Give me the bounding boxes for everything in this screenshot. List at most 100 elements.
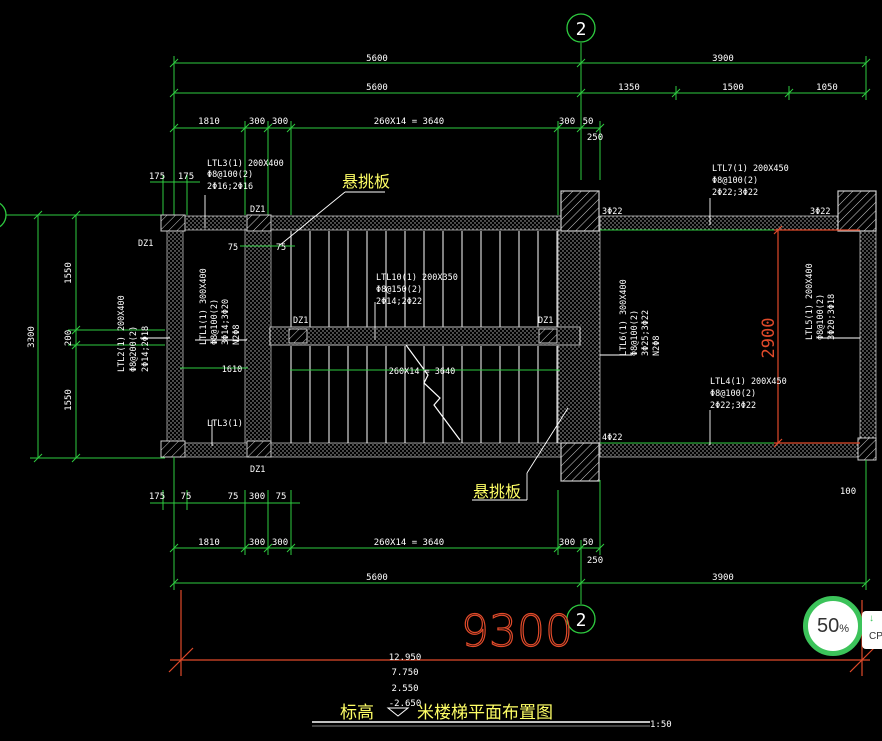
progress-badge[interactable]: 50% bbox=[803, 596, 863, 656]
beam-ltl2: LTL2(1) 200X400 Φ8@200(2) 2Φ14;2Φ18 bbox=[117, 295, 151, 372]
svg-text:1350: 1350 bbox=[618, 83, 640, 93]
left-dimension-text: 3300 1550 200 1550 bbox=[27, 262, 74, 411]
progress-value: 50 bbox=[816, 614, 840, 637]
svg-text:LTL3(1) 200X400: LTL3(1) 200X400 bbox=[207, 159, 284, 169]
svg-text:5600: 5600 bbox=[366, 54, 388, 64]
svg-text:3Φ22: 3Φ22 bbox=[602, 207, 622, 217]
svg-text:DZ1: DZ1 bbox=[293, 316, 308, 326]
beam-ltl3-top: LTL3(1) 200X400 Φ8@100(2) 2Φ16;2Φ16 bbox=[207, 159, 284, 192]
svg-text:LTL4(1) 200X450: LTL4(1) 200X450 bbox=[710, 377, 787, 387]
svg-text:LTL6(1) 300X400: LTL6(1) 300X400 bbox=[619, 279, 629, 356]
bottom-dimension-text: 175 75 75 300 75 100 1810 300 300 260X14… bbox=[149, 487, 856, 583]
svg-text:LTL7(1) 200X450: LTL7(1) 200X450 bbox=[712, 164, 789, 174]
svg-text:Φ8@100(2): Φ8@100(2) bbox=[210, 299, 220, 345]
svg-text:LTL5(1) 200X400: LTL5(1) 200X400 bbox=[805, 263, 815, 340]
svg-text:75: 75 bbox=[228, 243, 238, 253]
svg-text:LTL1(1) 300X400: LTL1(1) 300X400 bbox=[199, 268, 209, 345]
svg-text:300: 300 bbox=[559, 117, 575, 127]
svg-text:2: 2 bbox=[576, 610, 587, 631]
left-dimensions bbox=[30, 210, 165, 463]
svg-text:1:50: 1:50 bbox=[650, 720, 672, 730]
misc-labels: LTL3(1) DZ1 DZ1 DZ1 DZ1 DZ1 3Φ22 3Φ22 4Φ… bbox=[138, 205, 830, 475]
height-2900-text: 2900 bbox=[759, 318, 779, 359]
svg-text:5600: 5600 bbox=[366, 83, 388, 93]
svg-text:LTL2(1) 200X400: LTL2(1) 200X400 bbox=[117, 295, 127, 372]
svg-text:300: 300 bbox=[272, 117, 288, 127]
svg-text:200: 200 bbox=[64, 330, 74, 346]
svg-text:1550: 1550 bbox=[64, 262, 74, 284]
svg-text:7.750: 7.750 bbox=[391, 668, 418, 678]
svg-text:300: 300 bbox=[249, 538, 265, 548]
svg-text:175: 175 bbox=[178, 172, 194, 182]
top-dimension-text: 5600 3900 5600 1350 1500 1050 1810 300 3… bbox=[149, 54, 838, 182]
svg-text:2Φ16;2Φ16: 2Φ16;2Φ16 bbox=[207, 182, 253, 192]
svg-text:2Φ14;2Φ18: 2Φ14;2Φ18 bbox=[141, 326, 151, 372]
bottom-dimensions bbox=[150, 457, 871, 590]
stair-treads-lower bbox=[290, 346, 558, 443]
progress-unit: % bbox=[839, 623, 850, 635]
height-2900-dimension bbox=[773, 225, 860, 448]
svg-text:12.950: 12.950 bbox=[389, 653, 422, 663]
svg-text:Φ8@200(2): Φ8@200(2) bbox=[129, 326, 139, 372]
total-9300-text: 9300 bbox=[461, 606, 573, 657]
beam-ltl5: LTL5(1) 200X400 Φ8@100(2) 3Φ20;3Φ18 bbox=[805, 263, 837, 340]
svg-text:50: 50 bbox=[583, 117, 594, 127]
svg-text:3Φ22: 3Φ22 bbox=[810, 207, 830, 217]
inner-small-dims: 75 75 1610 260X14 = 3640 bbox=[180, 243, 560, 377]
svg-text:1810: 1810 bbox=[198, 117, 220, 127]
beam-ltl7: LTL7(1) 200X450 Φ8@100(2) 2Φ22;3Φ22 bbox=[712, 164, 789, 198]
svg-text:3Φ14;3Φ20: 3Φ14;3Φ20 bbox=[221, 299, 231, 345]
svg-text:1810: 1810 bbox=[198, 538, 220, 548]
svg-text:50: 50 bbox=[583, 538, 594, 548]
svg-text:2Φ22;3Φ22: 2Φ22;3Φ22 bbox=[712, 188, 758, 198]
svg-text:1500: 1500 bbox=[722, 83, 744, 93]
svg-text:Φ8@100(2): Φ8@100(2) bbox=[630, 310, 640, 356]
svg-text:300: 300 bbox=[249, 117, 265, 127]
stair-central-beam bbox=[269, 326, 581, 346]
cantilever-label-top: 悬挑板 bbox=[342, 172, 390, 191]
axis-bubble-bottom: 2 bbox=[566, 540, 596, 634]
side-tab-label: CP bbox=[869, 631, 882, 642]
elevation-list: 12.950 7.750 2.550 -2.650 bbox=[389, 653, 422, 709]
svg-text:75: 75 bbox=[276, 492, 287, 502]
svg-text:3300: 3300 bbox=[27, 326, 37, 348]
svg-text:Φ8@100(2): Φ8@100(2) bbox=[710, 389, 756, 399]
svg-text:Φ8@150(2): Φ8@150(2) bbox=[376, 285, 422, 295]
svg-text:4Φ22: 4Φ22 bbox=[602, 433, 622, 443]
svg-text:175: 175 bbox=[149, 172, 165, 182]
svg-text:N2Φ8: N2Φ8 bbox=[232, 325, 242, 345]
svg-text:1050: 1050 bbox=[816, 83, 838, 93]
svg-text:1550: 1550 bbox=[64, 389, 74, 411]
svg-text:-2.650: -2.650 bbox=[389, 699, 422, 709]
svg-text:3900: 3900 bbox=[712, 573, 734, 583]
svg-text:N2Φ8: N2Φ8 bbox=[652, 336, 662, 356]
svg-text:LTL10(1) 200X350: LTL10(1) 200X350 bbox=[376, 273, 458, 283]
svg-text:75: 75 bbox=[276, 243, 286, 253]
svg-text:260X14 = 3640: 260X14 = 3640 bbox=[374, 117, 444, 127]
svg-text:300: 300 bbox=[272, 538, 288, 548]
svg-text:Φ8@100(2): Φ8@100(2) bbox=[207, 170, 253, 180]
svg-text:5600: 5600 bbox=[366, 573, 388, 583]
cantilever-label-bottom: 悬挑板 bbox=[473, 482, 521, 501]
svg-text:DZ1: DZ1 bbox=[250, 205, 265, 215]
svg-text:175: 175 bbox=[149, 492, 165, 502]
svg-text:2Φ22;3Φ22: 2Φ22;3Φ22 bbox=[710, 401, 756, 411]
svg-text:100: 100 bbox=[840, 487, 856, 497]
svg-text:DZ1: DZ1 bbox=[138, 239, 153, 249]
stair-treads-upper bbox=[290, 231, 558, 327]
svg-text:260X14 = 3640: 260X14 = 3640 bbox=[374, 538, 444, 548]
beam-ltl10: LTL10(1) 200X350 Φ8@150(2) 2Φ14;2Φ22 bbox=[376, 273, 458, 307]
svg-text:250: 250 bbox=[587, 133, 603, 143]
break-line-symbol bbox=[405, 344, 461, 441]
svg-text:标高: 标高 bbox=[340, 703, 374, 723]
svg-text:75: 75 bbox=[228, 492, 239, 502]
side-tab[interactable]: ↓ CP bbox=[862, 611, 882, 649]
svg-text:米楼梯平面布置图: 米楼梯平面布置图 bbox=[417, 703, 553, 723]
svg-text:2: 2 bbox=[576, 19, 587, 40]
svg-text:75: 75 bbox=[181, 492, 192, 502]
svg-text:Φ8@100(2): Φ8@100(2) bbox=[712, 176, 758, 186]
svg-text:DZ1: DZ1 bbox=[250, 465, 265, 475]
svg-text:3Φ25;3Φ22: 3Φ25;3Φ22 bbox=[641, 310, 651, 356]
svg-text:2Φ14;2Φ22: 2Φ14;2Φ22 bbox=[376, 297, 422, 307]
